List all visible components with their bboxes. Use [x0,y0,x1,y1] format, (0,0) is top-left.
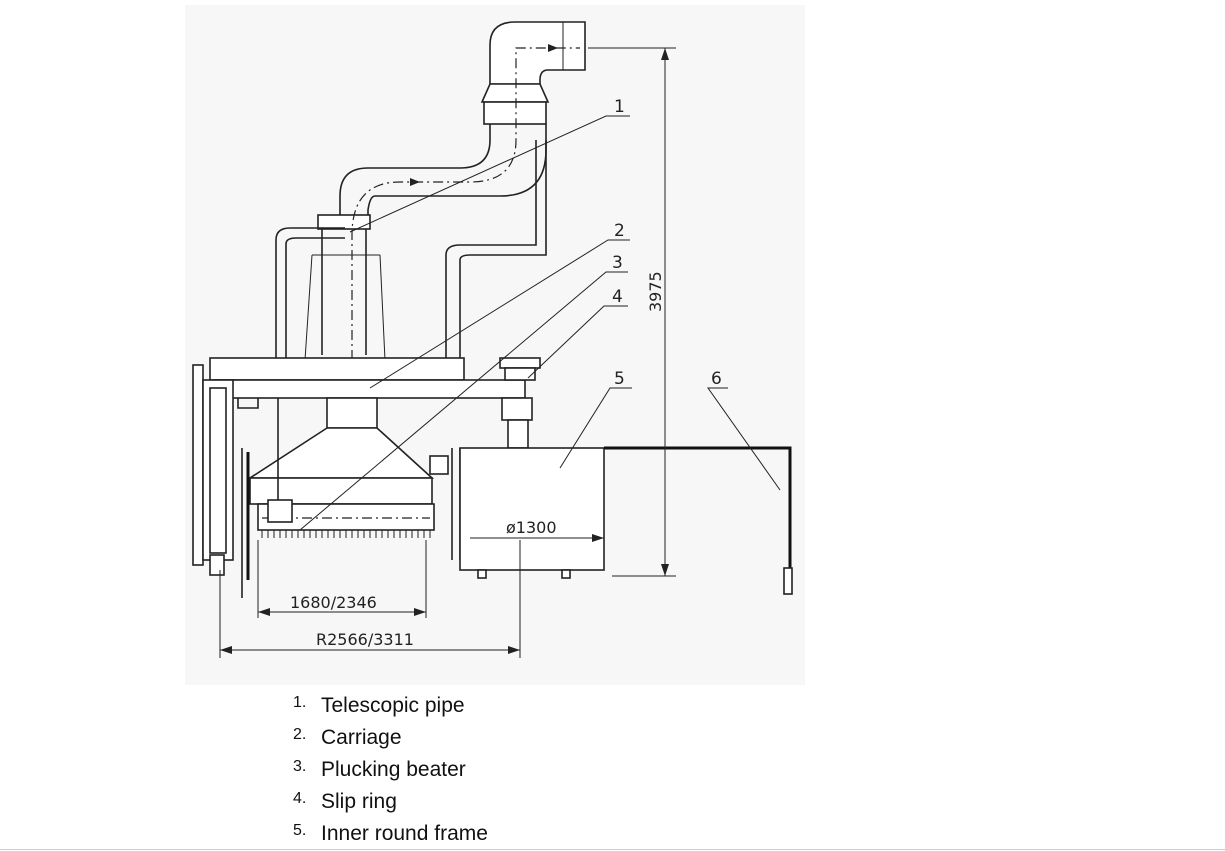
legend-number: 4. [293,790,307,807]
dimension-lines [219,47,676,658]
legend-item: 4. Slip ring [293,786,488,818]
callout-leaders [299,115,781,531]
legend-label: Slip ring [321,790,397,813]
plucking-beater [241,397,449,598]
legend-label: Telescopic pipe [321,694,465,717]
callout-1: 1 [614,97,625,117]
legend-number: 3. [293,758,307,775]
side-frame [192,364,234,576]
carriage [209,357,526,409]
callout-6: 6 [711,369,722,389]
page-divider [0,849,1225,850]
side-ducts [275,140,547,358]
inner-round-frame [451,446,793,595]
legend-item: 3. Plucking beater [293,754,488,786]
legend-number: 1. [293,694,307,711]
legend-label: Plucking beater [321,758,466,781]
legend-label: Inner round frame [321,822,488,845]
legend-number: 5. [293,822,307,839]
telescopic-pipe [304,21,586,465]
dimension-height: 3975 [646,271,665,312]
callout-3: 3 [612,253,623,273]
dimension-radius: R2566/3311 [316,630,414,649]
legend-item: 2. Carriage [293,722,488,754]
legend-label: Carriage [321,726,402,749]
legend-list: 1. Telescopic pipe 2. Carriage 3. Plucking … [293,690,488,850]
legend-item: 5. Inner round frame [293,818,488,850]
callout-2: 2 [614,221,625,241]
callout-4: 4 [612,287,623,307]
dimension-diameter: ø1300 [506,518,557,537]
slip-ring [499,357,541,449]
legend-item: 1. Telescopic pipe [293,690,488,722]
dimension-beater-width: 1680/2346 [290,593,377,612]
legend-number: 2. [293,726,307,743]
callout-5: 5 [614,369,625,389]
